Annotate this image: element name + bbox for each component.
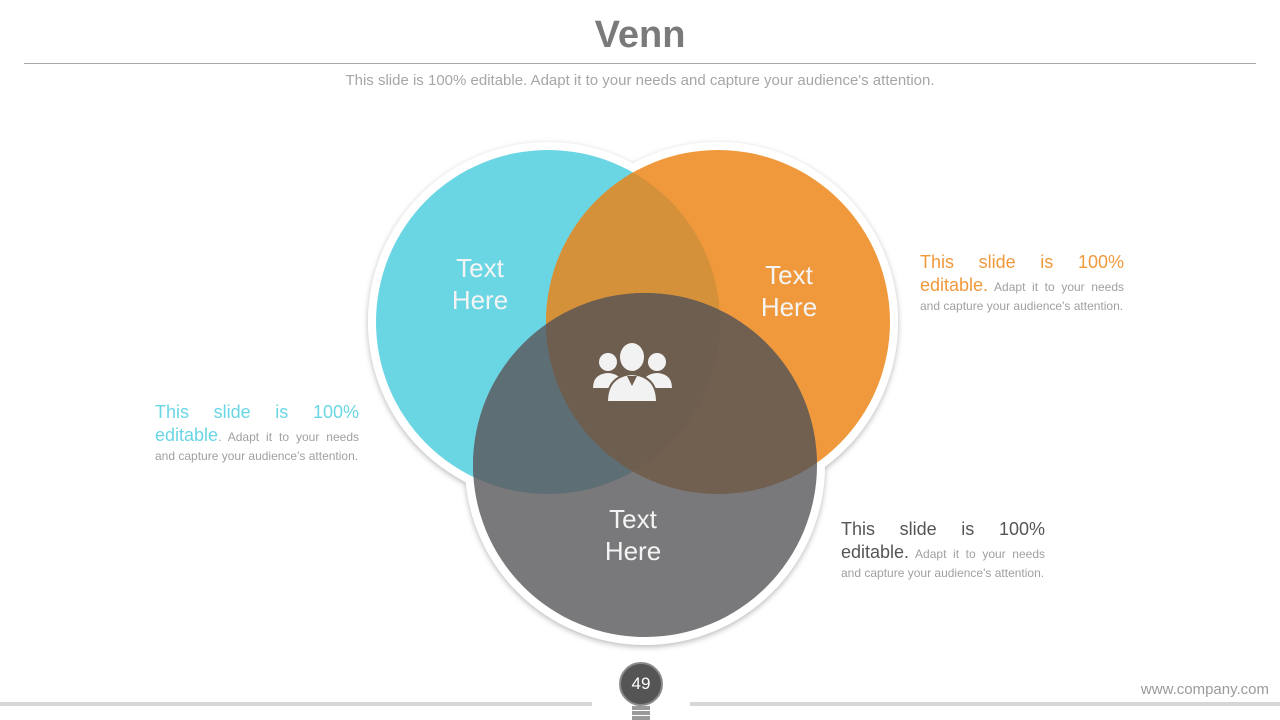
title-divider (24, 63, 1256, 64)
circle-label-cyan: Text Here (410, 252, 550, 316)
description-body: Adapt it to your needs and capture your … (155, 430, 359, 463)
description-gray: This slide is 100% editable. Adapt it to… (841, 518, 1045, 582)
circle-label-line: Text (609, 504, 657, 534)
circle-label-line: Text (765, 260, 813, 290)
description-lead: This slide is 100% (841, 519, 1045, 539)
slide-subtitle: This slide is 100% editable. Adapt it to… (345, 72, 935, 89)
page-badge-stem (632, 706, 650, 720)
footer-url: www.company.com (1140, 681, 1269, 698)
footer-line-left (0, 702, 592, 706)
description-lead-end: editable. (920, 275, 989, 295)
description-orange: This slide is 100% editable. Adapt it to… (920, 251, 1124, 315)
venn-circles (376, 150, 890, 637)
circle-label-orange: Text Here (719, 259, 859, 323)
circle-label-line: Text (456, 253, 504, 283)
slide-title: Venn (594, 14, 686, 56)
people-group-icon (593, 343, 672, 403)
circle-label-gray: Text Here (563, 503, 703, 567)
description-cyan: This slide is 100% editable. Adapt it to… (155, 401, 359, 465)
description-period: . (218, 430, 222, 444)
description-lead-end: editable. (841, 542, 910, 562)
description-body: Adapt it to your needs and capture your … (920, 280, 1124, 313)
description-lead: This slide is 100% (155, 402, 359, 422)
circle-label-line: Here (760, 292, 818, 322)
footer-line-right (690, 702, 1280, 706)
circle-label-line: Here (604, 536, 662, 566)
page-number-badge: 49 (619, 662, 663, 706)
circle-label-line: Here (451, 285, 509, 315)
description-lead-end: editable (155, 425, 219, 445)
description-body: Adapt it to your needs and capture your … (841, 547, 1045, 580)
description-lead: This slide is 100% (920, 252, 1124, 272)
